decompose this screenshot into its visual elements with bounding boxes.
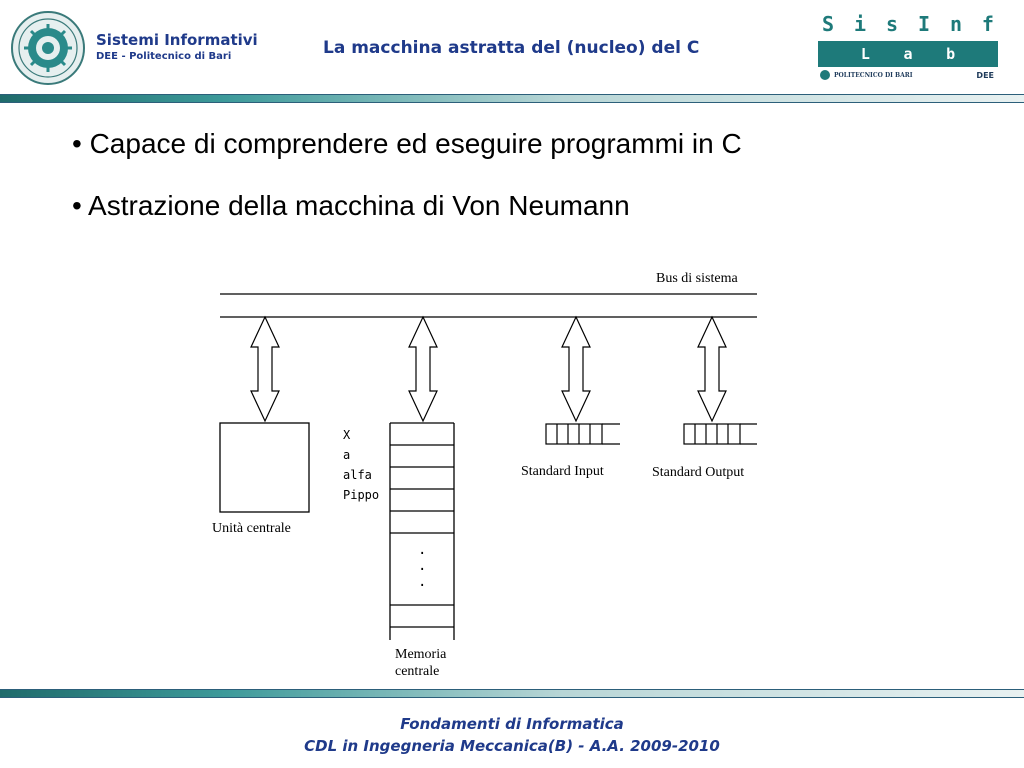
von-neumann-diagram: Bus di sistema Unità centrale X a alfa P…	[212, 271, 757, 679]
cpu-label: Unità centrale	[212, 521, 291, 536]
bus-arrow-stdout	[697, 316, 727, 422]
bus-arrow-memory	[408, 316, 438, 422]
bullet-item: • Astrazione della macchina di Von Neuma…	[72, 190, 630, 221]
memory-label: centrale	[395, 664, 439, 679]
cpu-box	[219, 422, 310, 513]
stdin-label: Standard Input	[521, 464, 604, 479]
memory-var: alfa	[343, 468, 372, 482]
sisinf-lab-logo: S i s I n f L a b POLITECNICO DI BARI DE…	[818, 12, 998, 84]
memory-label: Memoria	[395, 647, 447, 662]
memory-dots: .	[418, 558, 426, 574]
gear-icon	[820, 70, 830, 80]
memory-var: X	[343, 428, 351, 442]
memory-stack	[389, 422, 455, 640]
memory-var: Pippo	[343, 488, 379, 502]
lab-letter: b	[946, 45, 956, 63]
slide-title: La macchina astratta del (nucleo) del C	[323, 38, 700, 58]
brand-subtitle: DEE - Politecnico di Bari	[96, 51, 232, 62]
logo-letter: I	[917, 12, 930, 36]
politecnico-seal-logo	[11, 11, 85, 85]
bus-arrow-stdin	[561, 316, 591, 422]
lab-bar: L a b	[818, 41, 998, 67]
memory-var: a	[343, 448, 350, 462]
logo-letter: n	[949, 12, 962, 36]
logo-letter: s	[885, 12, 899, 36]
logo-letter: S	[822, 12, 835, 36]
memory-dots: .	[418, 574, 426, 590]
stdout-label: Standard Output	[652, 465, 744, 480]
politecnico-text: POLITECNICO DI BARI	[834, 72, 913, 79]
brand-title: Sistemi Informativi	[96, 31, 258, 49]
footer-degree: CDL in Ingegneria Meccanica(B) - A.A. 20…	[304, 737, 720, 755]
stdout-queue	[683, 423, 757, 445]
lab-letter: L	[860, 45, 870, 63]
footer-divider-band	[0, 689, 1024, 698]
lab-letter: a	[903, 45, 913, 63]
bullet-item: • Capace di comprendere ed eseguire prog…	[72, 128, 742, 159]
header-divider-band	[0, 94, 1024, 103]
bus-label: Bus di sistema	[656, 271, 738, 286]
stdin-queue	[545, 423, 620, 445]
memory-dots: .	[418, 542, 426, 558]
logo-letter: f	[981, 12, 994, 36]
sisinf-letters: S i s I n f	[818, 12, 998, 38]
politecnico-line: POLITECNICO DI BARI DEE	[818, 70, 998, 82]
dee-text: DEE	[976, 71, 994, 80]
bus-arrow-cpu	[250, 316, 280, 422]
footer-course: Fondamenti di Informatica	[400, 715, 624, 733]
logo-letter: i	[853, 12, 867, 36]
